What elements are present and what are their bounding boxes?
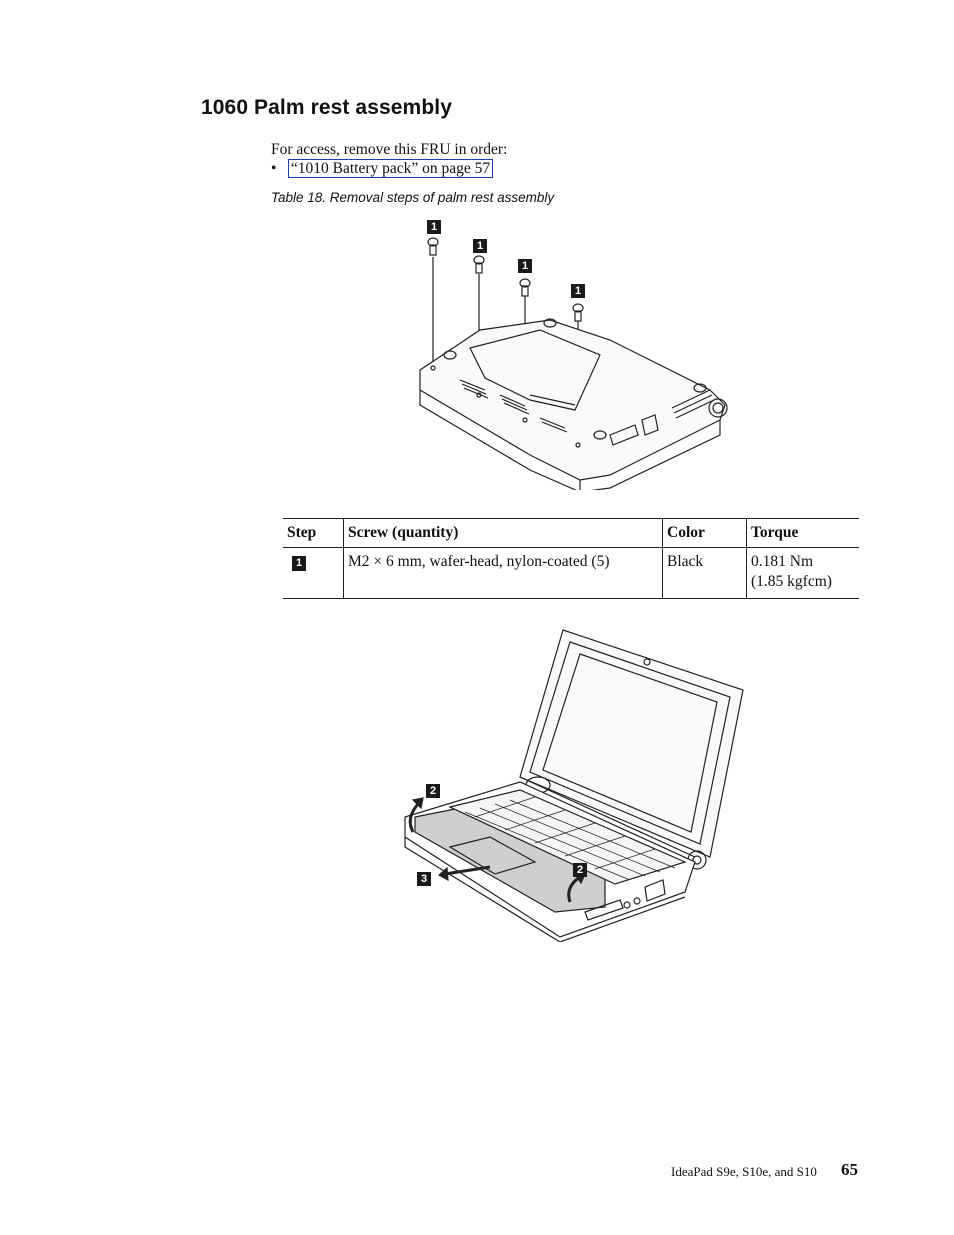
prerequisite-list-item: • “1010 Battery pack” on page 57 — [271, 159, 494, 178]
torque-kgfcm: (1.85 kgfcm) — [751, 573, 832, 590]
table-caption: Table 18. Removal steps of palm rest ass… — [271, 190, 555, 205]
cell-screw: M2 × 6 mm, wafer-head, nylon-coated (5) — [343, 547, 663, 599]
cell-step: 1 — [283, 547, 344, 599]
bullet: • — [271, 160, 277, 177]
step-badge: 1 — [292, 556, 306, 571]
callout-1: 1 — [571, 284, 585, 298]
laptop-bottom-drawing — [419, 237, 728, 493]
palm-rest-removal-illustration: 2 2 3 — [395, 622, 755, 947]
callout-2: 2 — [573, 863, 587, 877]
header-step: Step — [283, 518, 344, 548]
battery-pack-link[interactable]: “1010 Battery pack” on page 57 — [287, 159, 494, 178]
callout-1: 1 — [518, 259, 532, 273]
page-number: 65 — [841, 1160, 858, 1179]
header-screw: Screw (quantity) — [343, 518, 663, 548]
table-header-row: Step Screw (quantity) Color Torque — [283, 518, 859, 548]
page-title: 1060 Palm rest assembly — [201, 96, 452, 119]
torque-nm: 0.181 Nm — [751, 553, 813, 570]
laptop-open-drawing — [404, 629, 744, 943]
table-row: 1 M2 × 6 mm, wafer-head, nylon-coated (5… — [283, 547, 859, 599]
callout-1: 1 — [427, 220, 441, 234]
header-torque: Torque — [746, 518, 859, 548]
laptop-bottom-illustration: 1 1 1 1 — [410, 220, 740, 495]
callout-2: 2 — [426, 784, 440, 798]
callout-1: 1 — [473, 239, 487, 253]
access-instruction: For access, remove this FRU in order: — [271, 141, 508, 158]
header-color: Color — [662, 518, 747, 548]
callout-3: 3 — [417, 872, 431, 886]
cell-color: Black — [662, 547, 747, 599]
footer-product-name: IdeaPad S9e, S10e, and S10 — [671, 1164, 817, 1179]
cell-torque: 0.181 Nm (1.85 kgfcm) — [746, 547, 859, 599]
screw-table: Step Screw (quantity) Color Torque 1 M2 … — [283, 518, 859, 599]
